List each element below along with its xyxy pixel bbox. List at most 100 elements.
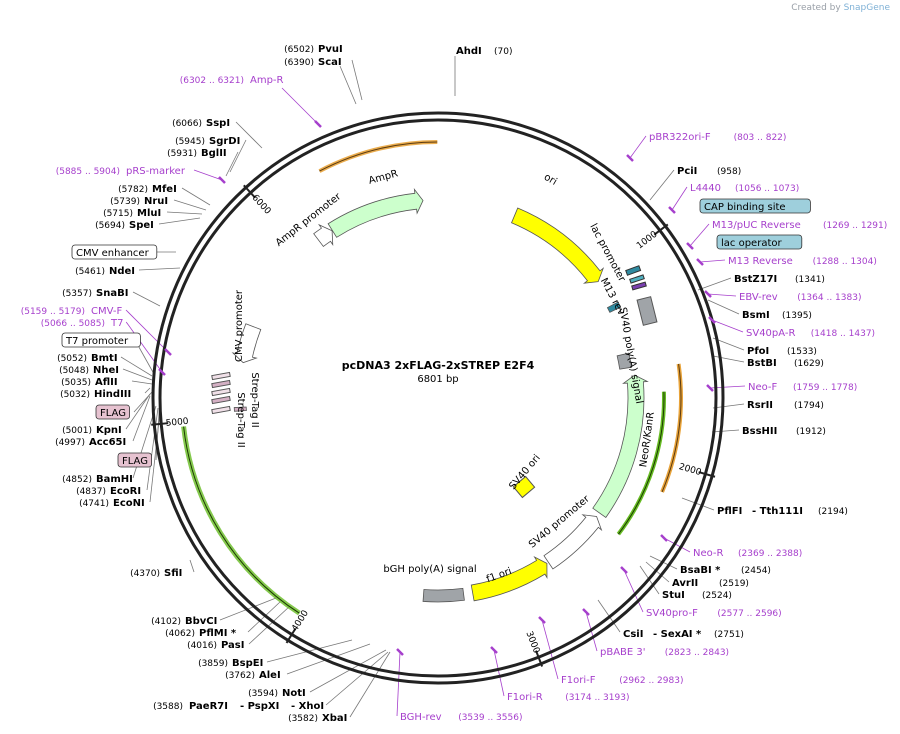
leader-line (711, 429, 740, 433)
enzyme-position: (3588) (153, 702, 183, 712)
primer-position: (2823 .. 2843) (665, 648, 729, 658)
enzyme-position: (3582) (288, 714, 318, 724)
primer-position: (1269 .. 1291) (823, 221, 887, 231)
enzyme-label: SfiI (164, 568, 182, 579)
primer-tick (158, 368, 166, 376)
feature-label-ori: ori (542, 172, 559, 188)
enzyme-position: (2751) (714, 630, 744, 640)
right-labels: pBR322ori-F(803 .. 822)PciI(958)L4440(10… (396, 132, 887, 723)
enzyme-label: SspI (206, 118, 230, 129)
leader-line (149, 411, 161, 503)
enzyme-label: PfoI (747, 346, 769, 357)
leader-line (189, 559, 195, 573)
snapgene-credit: Created by SnapGene (791, 3, 890, 13)
enzyme-label: - PspXI (240, 701, 279, 712)
leader-line (629, 135, 647, 159)
enzyme-position: (3762) (225, 671, 255, 681)
enzyme-position: (5357) (62, 289, 92, 299)
primer-tick (704, 290, 712, 298)
enzyme-position: (4997) (55, 438, 85, 448)
enzyme-position: (5782) (118, 185, 148, 195)
primer-tick (396, 648, 404, 656)
leader-line (349, 651, 391, 718)
leader-line (125, 393, 151, 430)
enzyme-position: (1629) (794, 359, 824, 369)
enzyme-position: (4852) (62, 475, 92, 485)
enzyme-position: (1533) (787, 347, 817, 357)
leader-line (235, 121, 263, 149)
primer-position: (2962 .. 2983) (619, 676, 683, 686)
primer-label: M13/pUC Reverse (712, 220, 801, 231)
enzyme-position: (1912) (796, 427, 826, 437)
primer-tick (696, 258, 704, 266)
primer-position: (5159 .. 5179) (21, 307, 85, 317)
sv40-polya-box (636, 296, 658, 326)
enzyme-label: BspEI (232, 658, 263, 669)
feature-box-label (699, 198, 811, 214)
amp-r-pos: (6302 .. 6321) (180, 76, 244, 86)
enzyme-position: (2524) (702, 591, 732, 601)
leader-line (286, 643, 371, 675)
primer-position: (1056 .. 1073) (735, 184, 799, 194)
feature-label-ampr-promoter: AmpR promoter (274, 191, 344, 249)
enzyme-position: (5694) (95, 221, 125, 231)
enzyme-position: (1395) (782, 311, 812, 321)
primer-position: (1288 .. 1304) (813, 257, 877, 267)
primer-tick (620, 566, 628, 574)
leader-line (166, 211, 203, 215)
enzyme-label: BstZ17I (734, 274, 777, 285)
leader-line (146, 407, 159, 491)
primer-label: CMV-F (91, 306, 122, 317)
enzyme-position: (2454) (741, 566, 771, 576)
enzyme-position: (4102) (151, 617, 181, 627)
feature-box-label (95, 404, 130, 420)
enzyme-position: (4016) (187, 641, 217, 651)
enzyme-position: (5035) (61, 378, 91, 388)
scai-name: ScaI (318, 57, 342, 68)
enzyme-position: (5715) (103, 209, 133, 219)
feature-label-strep2: Strep-Tag II (235, 392, 246, 447)
enzyme-position: (4062) (165, 629, 195, 639)
enzyme-label: BssHII (742, 426, 777, 437)
tick-label: 5000 (165, 417, 189, 429)
primer-tick (668, 206, 676, 214)
primer-label: Neo-R (693, 548, 724, 559)
leader-line (132, 291, 161, 307)
leader-line (225, 151, 239, 177)
leader-line (173, 199, 207, 211)
feature-box-text: CAP binding site (704, 202, 786, 213)
primer-position: (5885 .. 5904) (56, 167, 120, 177)
enzyme-label: NruI (144, 196, 168, 207)
enzyme-position: (1794) (794, 401, 824, 411)
leader-line (281, 87, 319, 125)
m13-box (631, 281, 647, 291)
feature-ampr-promoter (313, 223, 334, 248)
plasmid-name: pcDNA3 2xFLAG-2xSTREP E2F4 (342, 359, 535, 372)
leader-line (541, 619, 559, 680)
leader-line (193, 169, 223, 181)
primer-label: M13 Reverse (728, 256, 793, 267)
enzyme-label: AleI (259, 670, 281, 681)
enzyme-position: (5461) (75, 267, 105, 277)
sv40-ori-box (512, 475, 536, 499)
green-arc-left (181, 426, 301, 616)
strep-flag-box (211, 379, 231, 389)
leader-line (663, 537, 691, 553)
primer-tick (708, 316, 716, 324)
feature-box-text: FLAG (122, 456, 148, 467)
feature-f1-ori (470, 556, 548, 602)
feature-box-label (61, 332, 141, 348)
enzyme-label: SpeI (129, 220, 154, 231)
leader-line (248, 605, 291, 645)
leader-line (681, 497, 715, 511)
tick-mark (243, 184, 257, 199)
feature-label-strep1: Strep-Tag II (249, 372, 260, 427)
tick-mark (535, 650, 544, 667)
feature-box-label (117, 452, 152, 468)
tick-mark (151, 422, 169, 426)
leader-line (493, 649, 505, 697)
primer-label: F1ori-R (507, 692, 543, 703)
enzyme-label: - SexAI * (653, 629, 702, 640)
primer-position: (2369 .. 2388) (738, 549, 802, 559)
primer-label: pBR322ori-F (649, 132, 711, 143)
